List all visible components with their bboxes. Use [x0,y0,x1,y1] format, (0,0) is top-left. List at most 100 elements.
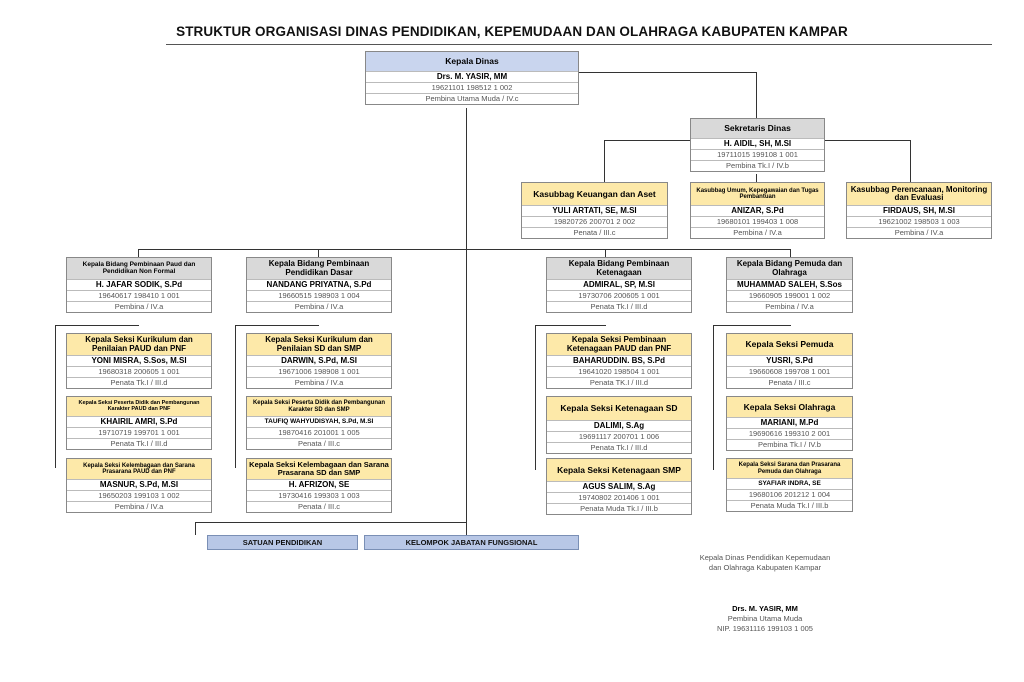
seksi-rank: Penata / III.c [247,501,391,512]
connector [318,249,319,257]
connector [756,72,757,118]
seksi-nip: 19710719 199701 1 001 [67,427,211,438]
connector [235,325,319,326]
seksi-name: YUSRI, S.Pd [727,355,852,366]
seksi-nip: 19691117 200701 1 006 [547,431,691,442]
bidang-nip: 19660905 199001 1 002 [727,290,852,301]
kepala-dinas-box: Kepala Dinas Drs. M. YASIR, MM 19621101 … [365,51,579,105]
connector [577,72,757,73]
seksi-nip: 19730416 199303 1 003 [247,490,391,501]
bidang-rank: Pembina / IV.a [247,301,391,312]
bidang-name: H. JAFAR SODIK, S.Pd [67,279,211,290]
seksi-nip: 19690616 199310 2 001 [727,428,852,439]
sekretaris-dinas-title: Sekretaris Dinas [691,119,824,138]
satuan-pendidikan-box: SATUAN PENDIDIKAN [207,535,358,550]
bidang-title: Kepala Bidang Pembinaan Pendidikan Dasar [247,258,391,279]
seksi-name: AGUS SALIM, S.Ag [547,481,691,492]
kasubbag-title: Kasubbag Umum, Kepegawaian dan Tugas Pem… [691,183,824,205]
kasubbag-name: FIRDAUS, SH, M.SI [847,205,991,216]
title-divider [166,44,992,45]
seksi-nip: 19641020 198504 1 001 [547,366,691,377]
seksi-nip: 19870416 201001 1 005 [247,427,391,438]
seksi-rank: Penata / III.c [727,377,852,388]
seksi-box: Kepala Seksi Kelembagaan dan Sarana Pras… [246,458,392,513]
kasubbag-keuangan-box: Kasubbag Keuangan dan Aset YULI ARTATI, … [521,182,668,239]
signature-name-block: Drs. M. YASIR, MM Pembina Utama Muda NIP… [690,604,840,634]
seksi-box: Kepala Seksi Pemuda YUSRI, S.Pd 19660608… [726,333,853,389]
signature-nip: NIP. 19631116 199103 1 005 [717,624,813,633]
seksi-name: MARIANI, M.Pd [727,417,852,428]
kepala-dinas-title: Kepala Dinas [366,52,578,71]
seksi-nip: 19680318 200605 1 001 [67,366,211,377]
bidang-title: Kepala Bidang Pembinaan Ketenagaan [547,258,691,279]
seksi-title: Kepala Seksi Ketenagaan SMP [547,459,691,481]
seksi-box: Kepala Seksi Ketenagaan SD DALIMI, S.Ag … [546,396,692,454]
sekretaris-dinas-box: Sekretaris Dinas H. AIDIL, SH, M.SI 1971… [690,118,825,172]
kasubbag-umum-box: Kasubbag Umum, Kepegawaian dan Tugas Pem… [690,182,825,239]
connector [195,522,196,535]
bidang-nip: 19640617 198410 1 001 [67,290,211,301]
seksi-nip: 19650203 199103 1 002 [67,490,211,501]
kasubbag-nip: 19621002 198503 1 003 [847,216,991,227]
seksi-nip: 19740802 201406 1 001 [547,492,691,503]
seksi-title: Kepala Seksi Pemuda [727,334,852,355]
signature-rank: Pembina Utama Muda [727,614,803,623]
connector [756,174,757,182]
bidang-pemuda-box: Kepala Bidang Pemuda dan Olahraga MUHAMM… [726,257,853,313]
connector [604,140,690,141]
seksi-rank: Pembina / IV.a [247,377,391,388]
connector [195,522,467,523]
seksi-box: Kepala Seksi Ketenagaan SMP AGUS SALIM, … [546,458,692,515]
bidang-nip: 19660515 198903 1 004 [247,290,391,301]
seksi-rank: Penata Tk.I / III.d [547,442,691,453]
kepala-dinas-nip: 19621101 198512 1 002 [366,82,578,93]
seksi-name: DARWIN, S.Pd, M.SI [247,355,391,366]
seksi-name: BAHARUDDIN. BS, S.Pd [547,355,691,366]
seksi-rank: Penata Tk.I / III.d [67,438,211,449]
seksi-title: Kepala Seksi Ketenagaan SD [547,397,691,420]
seksi-name: TAUFIQ WAHYUDISYAH, S.Pd, M.SI [247,416,391,427]
bidang-name: MUHAMMAD SALEH, S.Sos [727,279,852,290]
bidang-rank: Pembina / IV.a [67,301,211,312]
seksi-box: Kepala Seksi Olahraga MARIANI, M.Pd 1969… [726,396,853,451]
kasubbag-title: Kasubbag Keuangan dan Aset [522,183,667,205]
connector [713,325,714,470]
kasubbag-nip: 19820726 200701 2 002 [522,216,667,227]
connector [535,325,536,470]
kepala-dinas-rank: Pembina Utama Muda / IV.c [366,93,578,104]
seksi-box: Kepala Seksi Kurikulum dan Penilaian SD … [246,333,392,389]
seksi-title: Kepala Seksi Olahraga [727,397,852,417]
seksi-rank: Pembina Tk.I / IV.b [727,439,852,450]
connector [138,249,791,250]
seksi-box: Kepala Seksi Sarana dan Prasarana Pemuda… [726,458,853,512]
kasubbag-perencanaan-box: Kasubbag Perencanaan, Monitoring dan Eva… [846,182,992,239]
seksi-rank: Penata Tk.I / III.d [67,377,211,388]
signature-line1: Kepala Dinas Pendidikan Kepemudaan [699,553,831,562]
bidang-ketenagaan-box: Kepala Bidang Pembinaan Ketenagaan ADMIR… [546,257,692,313]
seksi-box: Kepala Seksi Peserta Didik dan Pembangun… [66,396,212,450]
connector [910,140,911,182]
connector [604,140,605,182]
connector [605,249,606,257]
seksi-box: Kepala Seksi Peserta Didik dan Pembangun… [246,396,392,450]
seksi-nip: 19660608 199708 1 001 [727,366,852,377]
seksi-title: Kepala Seksi Peserta Didik dan Pembangun… [247,397,391,416]
bidang-dasar-box: Kepala Bidang Pembinaan Pendidikan Dasar… [246,257,392,313]
bidang-nip: 19730706 200605 1 001 [547,290,691,301]
bidang-name: ADMIRAL, SP, M.SI [547,279,691,290]
bidang-title: Kepala Bidang Pemuda dan Olahraga [727,258,852,279]
seksi-name: YONI MISRA, S.Sos, M.SI [67,355,211,366]
seksi-title: Kepala Seksi Kurikulum dan Penilaian SD … [247,334,391,355]
seksi-name: H. AFRIZON, SE [247,479,391,490]
seksi-name: SYAFIAR INDRA, SE [727,478,852,489]
seksi-rank: Penata / III.c [247,438,391,449]
kasubbag-rank: Pembina / IV.a [847,227,991,238]
connector [466,108,467,542]
chart-title: STRUKTUR ORGANISASI DINAS PENDIDIKAN, KE… [176,24,848,39]
kasubbag-name: YULI ARTATI, SE, M.SI [522,205,667,216]
kelompok-jabatan-fungsional-box: KELOMPOK JABATAN FUNGSIONAL [364,535,579,550]
signature-name: Drs. M. YASIR, MM [732,604,798,613]
seksi-box: Kepala Seksi Kelembagaan dan Sarana Pras… [66,458,212,513]
sekretaris-dinas-nip: 19711015 199108 1 001 [691,149,824,160]
seksi-title: Kepala Seksi Sarana dan Prasarana Pemuda… [727,459,852,478]
